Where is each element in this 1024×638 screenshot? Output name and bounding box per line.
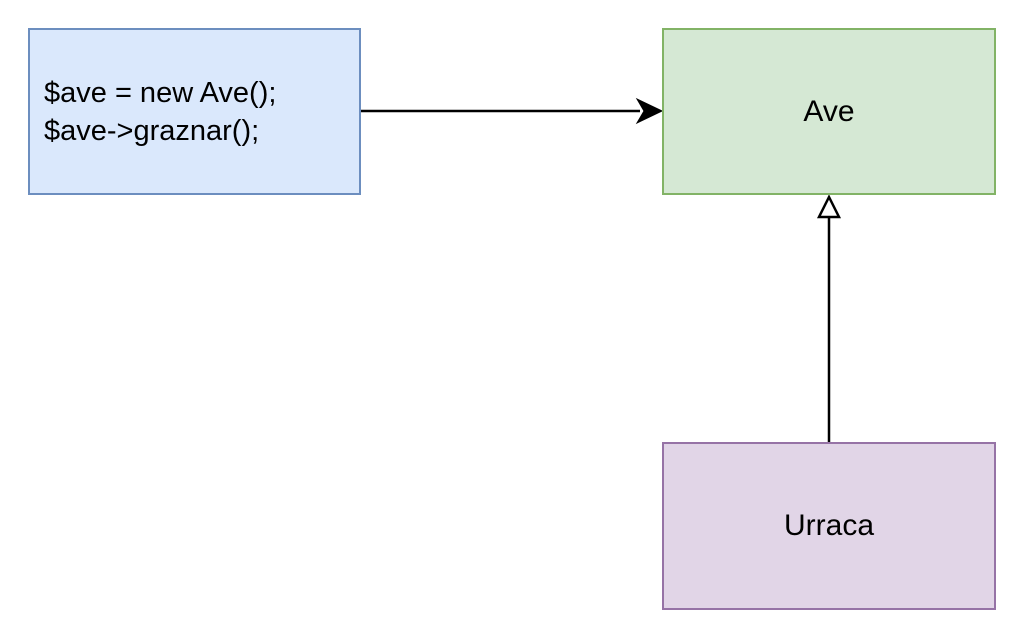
code-line-2: $ave->graznar(); <box>44 114 260 147</box>
inheritance-triangle-head <box>816 194 842 219</box>
urraca-class-label: Urraca <box>783 509 874 542</box>
urraca-class-node[interactable]: Urraca <box>662 442 996 610</box>
client-code-node[interactable]: $ave = new Ave(); $ave->graznar(); <box>28 28 361 195</box>
ave-class-node[interactable]: Ave <box>662 28 996 195</box>
ave-class-label: Ave <box>803 94 855 128</box>
code-line-1: $ave = new Ave(); <box>44 76 277 109</box>
association-arrowhead <box>635 97 664 125</box>
